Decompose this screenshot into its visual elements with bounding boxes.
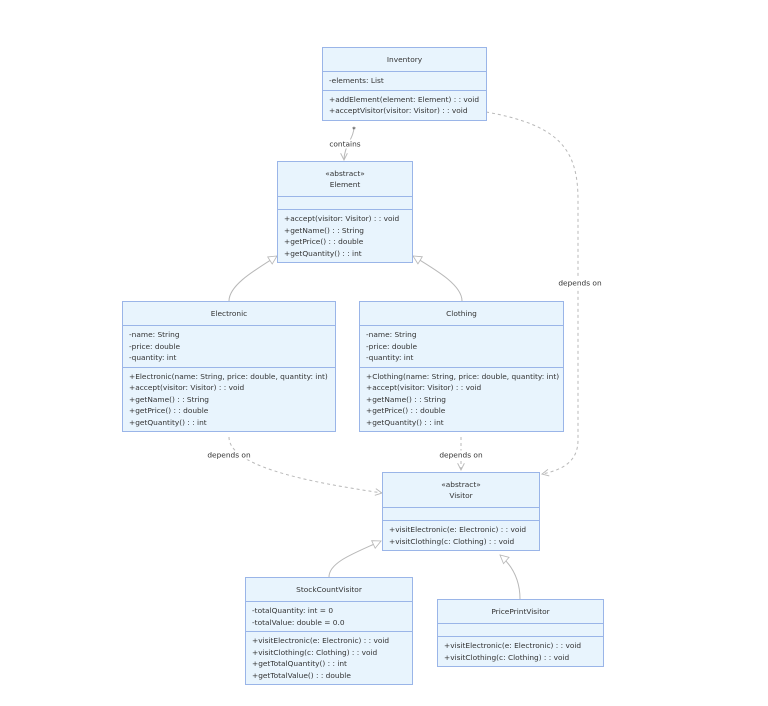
class-header: «abstract» Element [278,162,412,197]
attribute: -name: String [366,330,417,339]
attribute: -price: double [129,341,181,351]
method: +getQuantity() : : int [284,248,362,258]
attributes-section: -name: String -price: double -quantity: … [360,326,563,368]
method: +acceptVisitor(visitor: Visitor) : : voi… [329,106,468,115]
class-header: «abstract» Visitor [383,473,539,508]
edge-electronic-depends-visitor [228,436,383,496]
class-clothing[interactable]: Clothing -name: String -price: double -q… [359,301,564,432]
method: +Clothing(name: String, price: double, q… [366,371,560,381]
attributes-section [278,197,412,210]
class-element[interactable]: «abstract» Element +accept(visitor: Visi… [277,161,413,263]
methods-section: +accept(visitor: Visitor) : : void +getN… [278,210,412,262]
attribute: -totalQuantity: int = 0 [252,606,334,615]
methods-section: +visitElectronic(e: Electronic) : : void… [383,521,539,550]
method: +getName() : : String [284,225,364,235]
class-stereotype: «abstract» [325,168,365,178]
method: +getQuantity() : : int [366,417,444,427]
method: +accept(visitor: Visitor) : : void [366,383,482,392]
edge-clothing-extends-element [413,256,463,302]
edge-label-clothing-depends-on: depends on [437,450,485,460]
method: +visitClothing(c: Clothing) : : void [252,647,378,657]
edge-label-electronic-depends-on: depends on [205,450,253,460]
class-header: Electronic [123,302,335,326]
class-priceprintvisitor[interactable]: PricePrintVisitor +visitElectronic(e: El… [437,599,604,667]
method: +getTotalValue() : : double [252,670,351,680]
method: +getName() : : String [129,394,209,404]
method: +visitClothing(c: Clothing) : : void [444,652,570,662]
class-name: StockCountVisitor [296,584,362,594]
edge-electronic-extends-element [228,256,277,302]
attributes-section [438,624,603,637]
class-header: Inventory [323,48,486,72]
method: +Electronic(name: String, price: double,… [129,371,328,381]
edge-inventory-depends-visitor [485,111,579,477]
class-electronic[interactable]: Electronic -name: String -price: double … [122,301,336,432]
edge-label-contains: contains [327,139,363,149]
class-header: Clothing [360,302,563,326]
class-name: Element [329,180,361,189]
attribute: -name: String [129,330,180,339]
method: +visitElectronic(e: Electronic) : : void [444,641,582,650]
methods-section: +addElement(element: Element) : : void +… [323,91,486,120]
class-name: Electronic [210,308,248,318]
methods-section: +Electronic(name: String, price: double,… [123,368,335,432]
method: +accept(visitor: Visitor) : : void [284,214,400,223]
class-name: Clothing [446,308,477,318]
method: +visitClothing(c: Clothing) : : void [389,536,515,546]
class-stockcountvisitor[interactable]: StockCountVisitor -totalQuantity: int = … [245,577,413,685]
method: +addElement(element: Element) : : void [329,94,480,104]
edge-label-inventory-depends-on: depends on [556,278,604,288]
attribute: -quantity: int [129,353,177,362]
class-name: Inventory [386,54,423,64]
method: +getName() : : String [366,394,446,404]
class-name: Visitor [449,491,473,500]
method: +getQuantity() : : int [129,417,207,427]
attribute: -elements: List [329,76,384,85]
class-visitor[interactable]: «abstract» Visitor +visitElectronic(e: E… [382,472,540,551]
attribute: -totalValue: double = 0.0 [252,617,345,627]
methods-section: +Clothing(name: String, price: double, q… [360,368,563,432]
attributes-section [383,508,539,521]
method: +getPrice() : : double [284,237,364,246]
method: +visitElectronic(e: Electronic) : : void [252,636,390,645]
class-stereotype: «abstract» [441,479,481,489]
attributes-section: -totalQuantity: int = 0 -totalValue: dou… [246,602,412,632]
edge-priceprint-extends-visitor [500,555,521,600]
class-header: StockCountVisitor [246,578,412,602]
method: +accept(visitor: Visitor) : : void [129,383,245,392]
method: +getPrice() : : double [366,406,446,415]
attributes-section: -name: String -price: double -quantity: … [123,326,335,368]
class-name: PricePrintVisitor [491,606,550,616]
attributes-section: -elements: List [323,72,486,91]
methods-section: +visitElectronic(e: Electronic) : : void… [438,637,603,666]
class-inventory[interactable]: Inventory -elements: List +addElement(el… [322,47,487,121]
class-header: PricePrintVisitor [438,600,603,624]
attribute: -price: double [366,341,418,351]
method: +getPrice() : : double [129,406,209,415]
methods-section: +visitElectronic(e: Electronic) : : void… [246,632,412,684]
method: +visitElectronic(e: Electronic) : : void [389,525,527,534]
method: +getTotalQuantity() : : int [252,659,347,668]
attribute: -quantity: int [366,353,414,362]
edge-multiplicity: * [352,124,356,134]
edge-stockcount-extends-visitor [328,541,381,578]
